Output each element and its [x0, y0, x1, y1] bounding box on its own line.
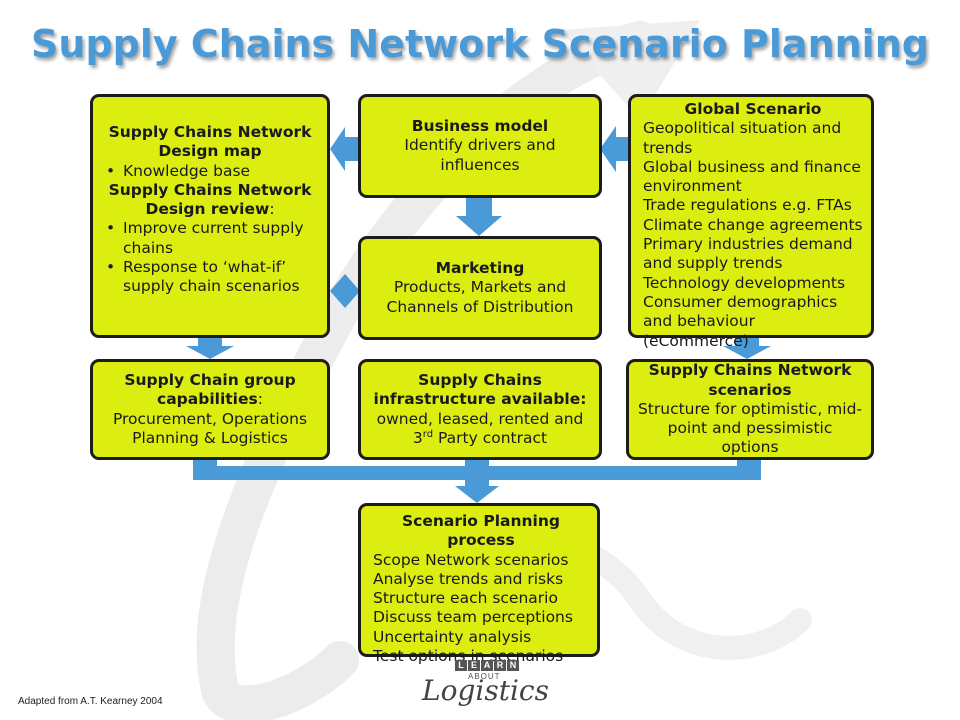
list-item: Trade regulations e.g. FTAs — [643, 196, 852, 215]
network-scenarios-text: Structure for optimistic, mid-point and … — [637, 399, 863, 457]
infrastructure-heading: Supply Chains infrastructure available: — [373, 370, 587, 409]
capabilities-box: Supply Chain group capabilities: Procure… — [90, 359, 330, 460]
design-map-heading: Supply Chains Network Design map — [108, 123, 312, 161]
capabilities-heading-wrap: Supply Chain group capabilities: — [101, 371, 319, 410]
arrow-down-to-process — [455, 480, 499, 503]
global-scenario-heading: Global Scenario — [684, 100, 822, 118]
design-review-heading: Supply Chains Network Design review — [108, 180, 312, 219]
design-map-bullets: Knowledge base — [101, 162, 319, 182]
infrastructure-text-after: Party contract — [433, 428, 548, 447]
learn-about-logistics-logo: L E A R N ABOUT Logistics — [418, 660, 549, 716]
business-model-heading: Business model — [411, 117, 549, 136]
arrow-down-to-network-scenarios — [723, 338, 771, 359]
design-map-box: Supply Chains Network Design map Knowled… — [90, 94, 330, 338]
design-review-heading-wrap: Supply Chains Network Design review: — [101, 181, 319, 220]
diamond-connector — [330, 274, 360, 308]
list-item: Response to ‘what-if’ supply chain scena… — [101, 258, 319, 297]
capabilities-text: Procurement, Operations Planning & Logis… — [112, 409, 308, 447]
logo-learn-tiles: L E A R N — [455, 660, 519, 671]
list-item: Consumer demographics and behaviour (eCo… — [643, 292, 838, 350]
business-model-text: Identify drivers and influences — [404, 136, 556, 174]
list-item: Structure each scenario — [373, 589, 558, 608]
design-review-heading-colon: : — [269, 200, 275, 219]
marketing-heading: Marketing — [435, 259, 525, 278]
capabilities-heading: Supply Chain group capabilities — [124, 370, 296, 409]
arrow-down-to-capabilities — [186, 338, 234, 359]
arrow-down-to-marketing — [456, 198, 502, 236]
network-scenarios-box: Supply Chains Network scenarios Structur… — [626, 359, 874, 460]
list-item: Geopolitical situation and trends — [643, 119, 842, 157]
logo-letter: N — [507, 660, 519, 671]
list-item: Global business and finance environment — [643, 157, 861, 196]
list-item: Primary industries demand and supply tre… — [643, 235, 853, 273]
list-item: Scope Network scenarios — [373, 550, 569, 569]
list-item: Knowledge base — [101, 162, 319, 182]
list-item: Improve current supply chains — [101, 219, 319, 258]
logo-letter: A — [481, 660, 493, 671]
logo-wordmark: Logistics — [422, 674, 549, 707]
source-note: Adapted from A.T. Kearney 2004 — [18, 696, 163, 707]
marketing-box: Marketing Products, Markets and Channels… — [358, 236, 602, 340]
page-title: Supply Chains Network Scenario Planning — [31, 22, 929, 66]
logo-letter: L — [455, 660, 467, 671]
capabilities-heading-colon: : — [257, 390, 263, 409]
arrow-left-to-design-map — [330, 127, 360, 171]
infrastructure-text-num: 3 — [412, 428, 423, 447]
arrow-left-to-business-model — [600, 126, 630, 172]
logo-letter: R — [494, 660, 506, 671]
business-model-box: Business model Identify drivers and infl… — [358, 94, 602, 198]
network-scenarios-heading: Supply Chains Network scenarios — [648, 361, 852, 399]
scenario-process-box: Scenario Planning process Scope Network … — [358, 503, 600, 665]
infrastructure-text-main: owned, leased, rented and — [376, 409, 584, 428]
logo-letter: E — [468, 660, 480, 671]
infrastructure-text-sup: rd — [422, 428, 434, 440]
list-item: Climate change agreements — [643, 215, 863, 234]
list-item: Uncertainty analysis — [373, 627, 532, 646]
list-item: Discuss team perceptions — [373, 608, 573, 627]
global-scenario-box: Global Scenario Geopolitical situation a… — [628, 94, 874, 350]
infrastructure-box: Supply Chains infrastructure available: … — [358, 359, 602, 460]
logo-about: ABOUT — [468, 672, 501, 681]
list-item: Analyse trends and risks — [373, 569, 564, 588]
marketing-text: Products, Markets and Channels of Distri… — [386, 278, 574, 316]
connector-bus — [193, 466, 761, 480]
list-item: Technology developments — [643, 273, 846, 292]
scenario-process-heading: Scenario Planning process — [401, 512, 560, 550]
design-review-bullets: Improve current supply chains Response t… — [101, 219, 319, 296]
